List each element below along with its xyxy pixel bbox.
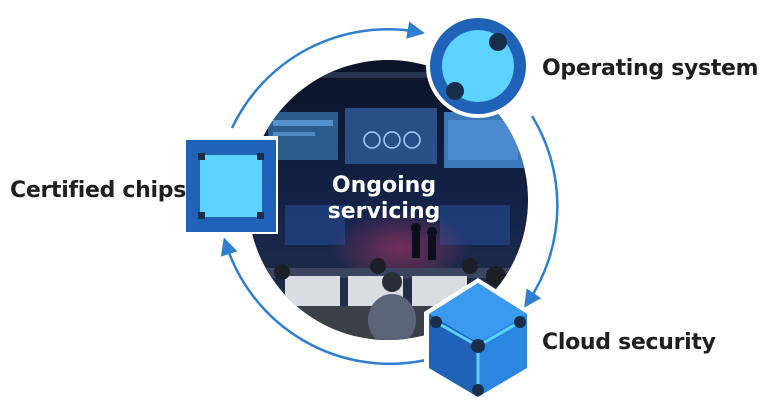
arrow-os-to-cloud xyxy=(524,115,559,308)
chip-icon xyxy=(182,136,278,234)
circle-orbit-icon xyxy=(426,14,530,118)
arrow-chips-to-os xyxy=(230,21,425,129)
operating-system-label: Operating system xyxy=(542,56,759,81)
cloud-security-label: Cloud security xyxy=(542,330,716,355)
center-title-line-1: Ongoing xyxy=(332,173,436,198)
hexagon-cube-icon xyxy=(424,278,532,402)
certified-chips-label: Certified chips xyxy=(10,178,187,203)
center-title-line-2: servicing xyxy=(328,199,441,224)
arrow-cloud-to-chips xyxy=(220,237,427,366)
